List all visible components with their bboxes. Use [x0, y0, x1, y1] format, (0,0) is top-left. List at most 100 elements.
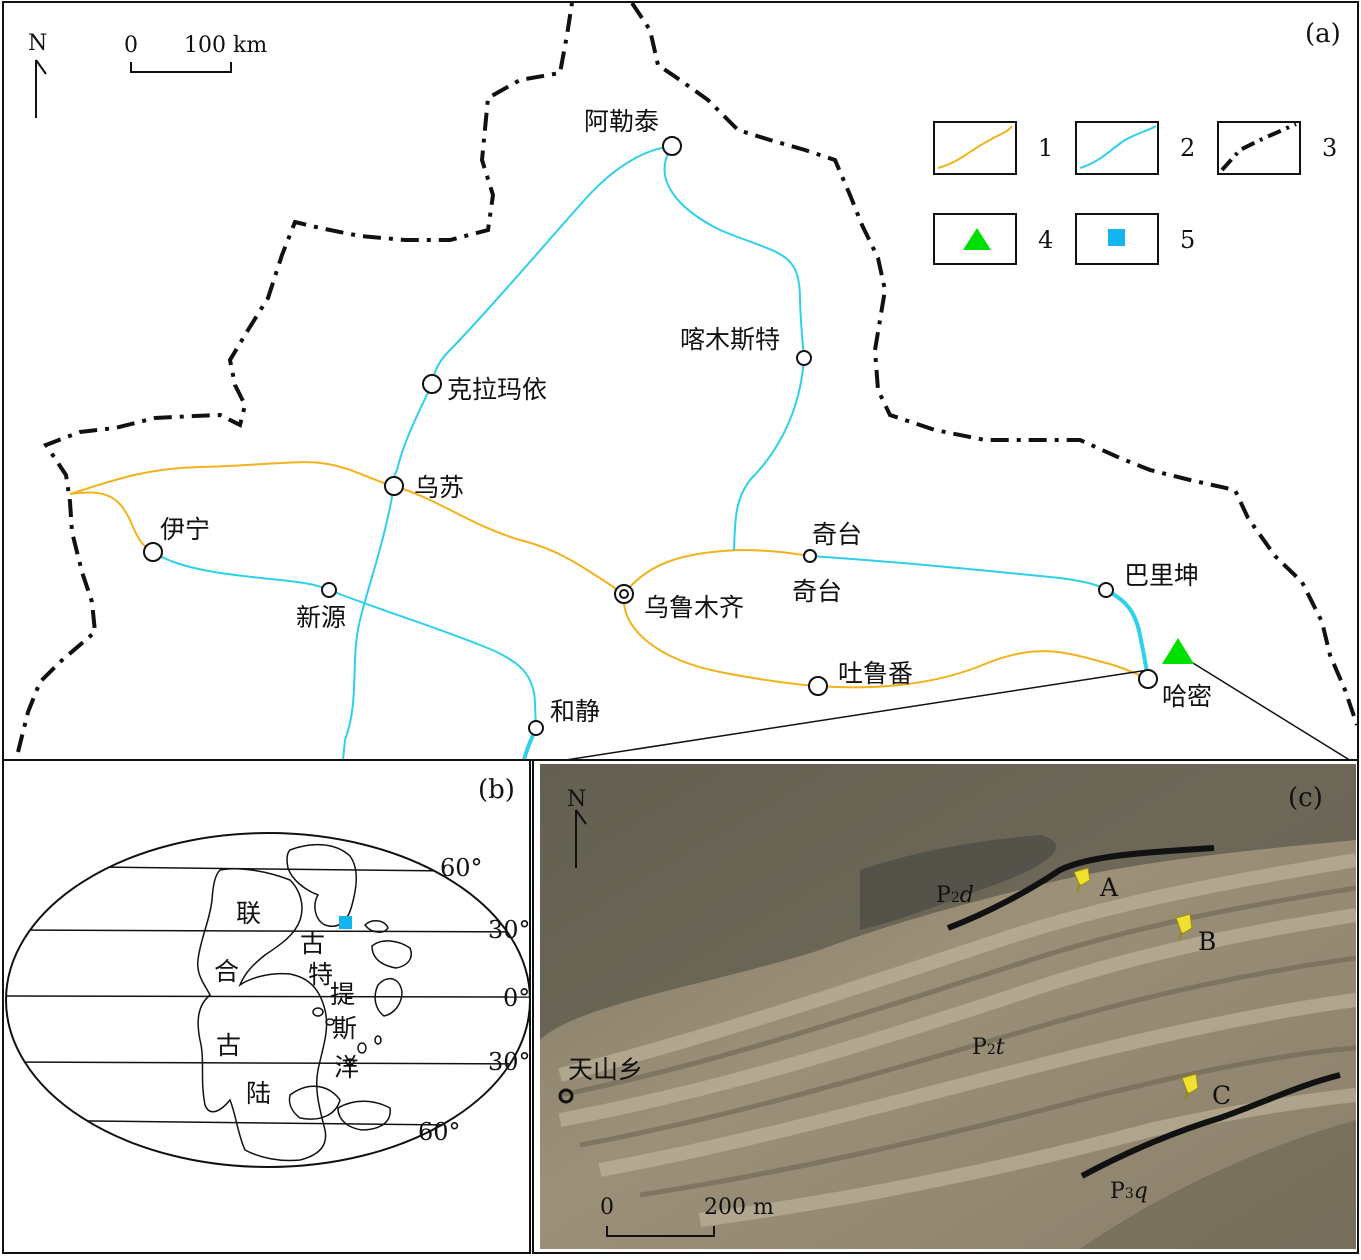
legend-item-3: 3 [1217, 121, 1337, 175]
city-marker-karamay [422, 374, 442, 394]
island-5 [337, 1100, 391, 1131]
river-altay-kamust [663, 145, 805, 359]
scale-c-zero: 0 [600, 1195, 614, 1220]
city-altay: 阿勒泰 [584, 107, 659, 136]
tethys-char-4: 斯 [332, 1014, 357, 1043]
city-kamust: 喀木斯特 [680, 325, 780, 354]
pangea-char-3: 古 [216, 1031, 241, 1060]
scale-bar-c: 0 200 m [600, 1195, 774, 1237]
island-2 [374, 977, 403, 1017]
pangea-char-2: 合 [214, 957, 239, 986]
north-arrow-c-icon: N [567, 787, 587, 868]
lat-label-30s: 30° [488, 1048, 531, 1076]
islet-a [312, 1007, 324, 1017]
north-label: N [28, 31, 47, 56]
city-xinyuan: 新源 [296, 603, 346, 632]
city-marker-hejing [528, 720, 544, 736]
islet-b [325, 1018, 335, 1026]
boundary-p3q [1080, 1072, 1341, 1179]
panel-b-label: (b) [478, 775, 515, 805]
north-arrow-icon: N [28, 31, 47, 118]
globe-outline [5, 832, 531, 1168]
road-wusu-urumqi [393, 485, 625, 595]
lat-label-60n: 60° [440, 854, 483, 882]
legend-num-4: 4 [1038, 226, 1053, 254]
northern-landmass [286, 843, 357, 927]
pangea-char-4: 陆 [246, 1079, 271, 1108]
legend-item-4: 4 [933, 213, 1053, 265]
panel-a: (a) N 0 100 km [2, 1, 1359, 765]
islet-d [374, 1035, 382, 1045]
city-marker-xinyuan [321, 582, 337, 598]
scale-bar: 0 100 km [124, 33, 267, 73]
river-barkol-hami-thick [1105, 588, 1150, 680]
legend-square-icon [1108, 229, 1125, 246]
island-3 [364, 920, 389, 933]
city-marker-qitai [803, 549, 817, 563]
pangea-outline [196, 867, 328, 1162]
panel-b: (b) [2, 759, 531, 1254]
scale-distance: 100 km [184, 33, 267, 58]
city-marker-hami [1138, 669, 1158, 689]
city-qitai-bottom: 奇台 [792, 577, 842, 606]
town-marker-icon [558, 1088, 574, 1104]
legend-num-3: 3 [1322, 134, 1337, 162]
boundary-p2d [946, 845, 1215, 931]
legend-num-1: 1 [1038, 134, 1053, 162]
road-north [69, 461, 395, 495]
panel-a-label: (a) [1305, 19, 1341, 49]
inset-line-left [539, 669, 1149, 765]
city-qitai-top: 奇台 [812, 520, 862, 549]
legend-item-2: 2 [1075, 121, 1195, 175]
city-yining: 伊宁 [160, 515, 210, 544]
city-karamay: 克拉玛依 [447, 375, 547, 404]
boundary-line [16, 1, 1359, 753]
tethys-char-2: 特 [308, 960, 333, 989]
tethys-char-1: 古 [300, 929, 325, 958]
tethys-labels: 古 特 提 斯 洋 [300, 929, 359, 1082]
city-turpan: 吐鲁番 [838, 659, 913, 688]
lat-label-0: 0° [503, 984, 530, 1012]
city-hami: 哈密 [1162, 682, 1212, 711]
legend-num-5: 5 [1180, 226, 1195, 254]
point-a: A [1099, 873, 1119, 902]
pin-c-icon [1181, 1073, 1199, 1101]
strata-stripes [558, 853, 1356, 1227]
river-yining-hejing [152, 551, 537, 729]
road-yining [69, 491, 154, 553]
legend-num-2: 2 [1180, 134, 1195, 162]
sample-site-triangle-icon [1162, 638, 1194, 664]
islet-c [357, 1042, 367, 1054]
city-labels: 阿勒泰 喀木斯特 克拉玛依 乌苏 伊宁 新源 乌鲁木齐 奇台 奇台 巴里坤 吐鲁… [160, 107, 1212, 726]
island-4 [288, 1085, 341, 1120]
river-south [342, 485, 395, 761]
unit-p2t: P2t [972, 1035, 1005, 1060]
continents [196, 843, 412, 1162]
unit-p3q: P3q [1110, 1179, 1148, 1204]
city-urumqi: 乌鲁木齐 [644, 593, 744, 622]
city-barkol: 巴里坤 [1124, 561, 1199, 590]
lat-label-60s: 60° [418, 1118, 461, 1146]
city-marker-barkol [1098, 582, 1114, 598]
pangea-labels: 联 合 古 陆 [214, 899, 271, 1108]
latitude-labels: 60° 30° 0° 30° 60° [418, 854, 531, 1146]
pin-a-icon [1073, 867, 1091, 893]
river-altay-wusu [392, 145, 673, 487]
city-hejing: 和静 [550, 697, 600, 726]
legend-triangle-icon [963, 228, 991, 250]
road-urumqi-hami [622, 593, 1149, 689]
pin-b-icon [1175, 913, 1193, 941]
city-marker-wusu [384, 476, 404, 496]
scale-zero: 0 [124, 33, 138, 58]
panel-c: (c) N P2d P2t P3q A B C 天 [532, 759, 1359, 1254]
lat-label-30n: 30° [488, 916, 531, 944]
city-markers [143, 136, 1158, 736]
roads [69, 461, 1149, 689]
tethys-char-5: 洋 [334, 1053, 359, 1082]
town-tianshan: 天山乡 [568, 1055, 643, 1084]
sample-location-square-icon [339, 916, 352, 929]
city-marker-altay [662, 136, 682, 156]
river-kamust-qitai [733, 357, 805, 551]
